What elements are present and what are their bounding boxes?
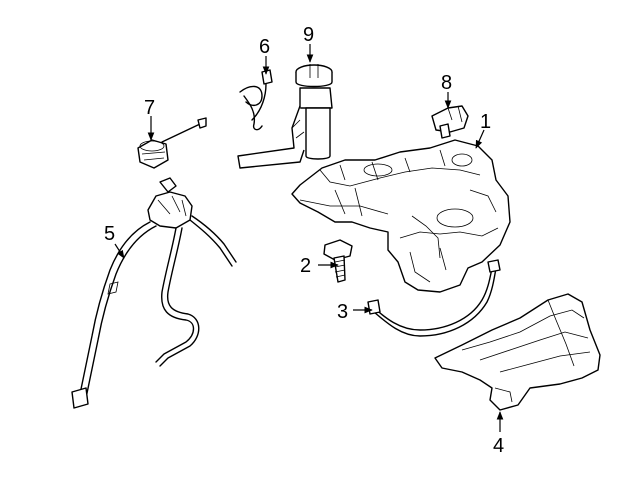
filler-neck bbox=[71, 177, 237, 409]
fuel-cap bbox=[137, 117, 207, 169]
callout-1: 1 bbox=[480, 111, 491, 133]
bolt bbox=[323, 239, 353, 283]
callout-4: 4 bbox=[493, 435, 504, 457]
callout-2: 2 bbox=[300, 255, 311, 277]
callout-7: 7 bbox=[144, 97, 155, 119]
callout-5: 5 bbox=[104, 223, 115, 245]
callout-3: 3 bbox=[337, 301, 348, 323]
fuel-tank bbox=[291, 139, 511, 293]
wiring-harness bbox=[239, 69, 273, 131]
callout-9: 9 bbox=[303, 24, 314, 46]
heat-shield bbox=[434, 293, 601, 411]
callout-6: 6 bbox=[259, 36, 270, 58]
callout-8: 8 bbox=[441, 72, 452, 94]
leader-lines bbox=[114, 44, 504, 432]
fuel-pump-module bbox=[237, 64, 333, 169]
pressure-sensor bbox=[431, 105, 469, 139]
